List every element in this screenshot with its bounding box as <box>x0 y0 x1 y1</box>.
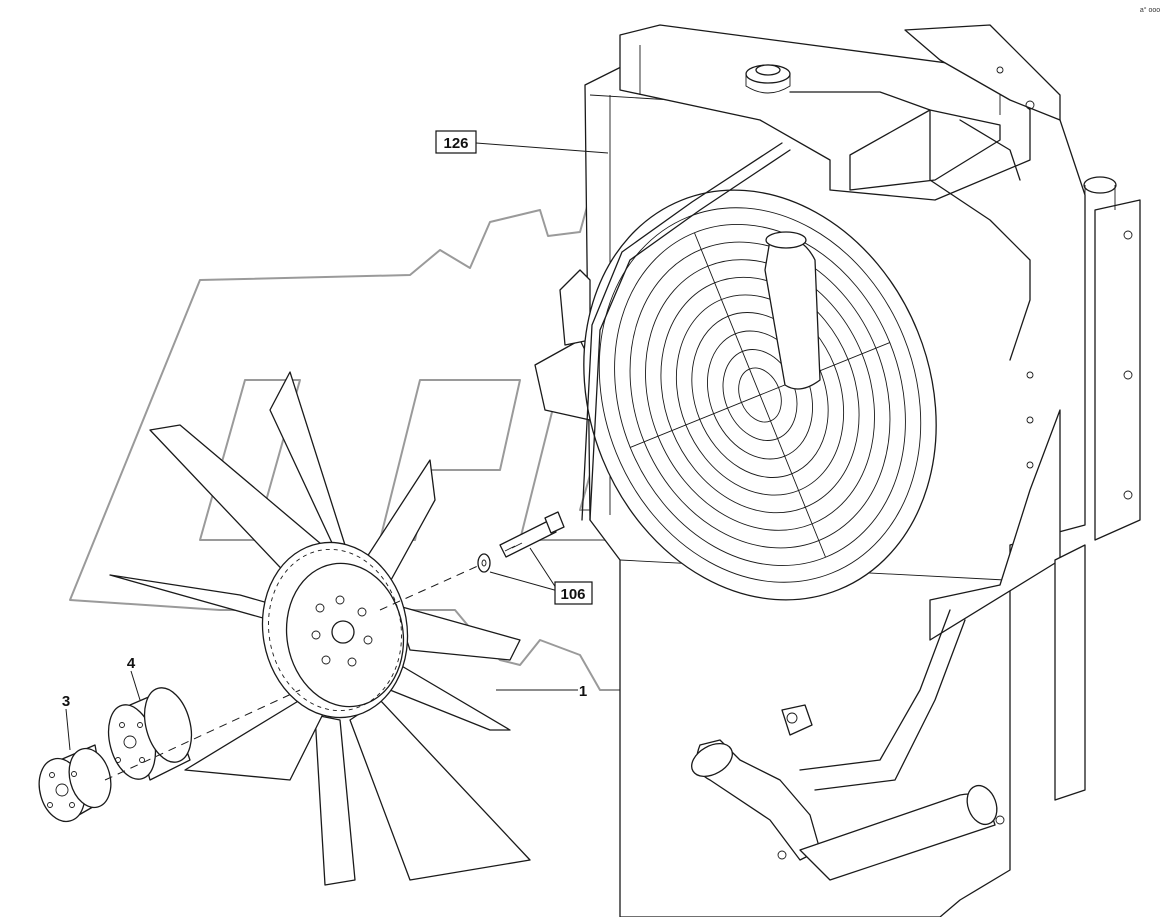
label-4: 4 <box>127 655 136 672</box>
spacer-4 <box>107 687 193 781</box>
label-1: 1 <box>579 683 587 700</box>
callout-126: 126 <box>435 130 477 154</box>
leader-3 <box>65 708 71 751</box>
label-106: 106 <box>560 586 585 603</box>
leader-126 <box>475 142 609 154</box>
leader-4 <box>130 670 141 701</box>
spacer-3 <box>38 744 112 823</box>
corner-mark: a° ooo <box>1140 6 1160 14</box>
cooling-fan <box>109 371 531 886</box>
callout-106: 106 <box>554 581 593 605</box>
label-3: 3 <box>62 693 70 710</box>
leader-106 <box>489 547 559 592</box>
bolt-and-washer <box>477 511 565 573</box>
radiator-assembly <box>534 24 1141 918</box>
label-126: 126 <box>443 135 468 152</box>
